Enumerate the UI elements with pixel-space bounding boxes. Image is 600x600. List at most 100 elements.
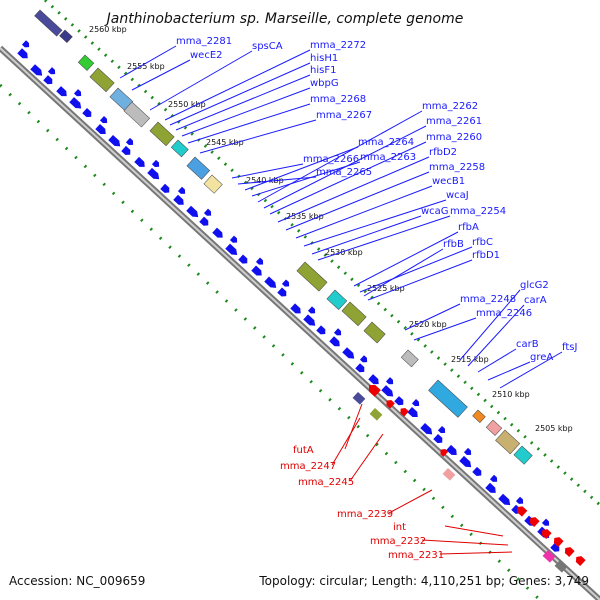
reverse-gene-arrow[interactable] — [438, 447, 449, 457]
forward-gene-arrow[interactable] — [515, 496, 525, 506]
forward-gene-arrow[interactable] — [134, 156, 147, 170]
reverse-gene-arrow[interactable] — [366, 382, 381, 397]
forward-gene-label[interactable]: wecB1 — [432, 176, 465, 187]
forward-gene-arrow[interactable] — [359, 355, 369, 364]
forward-gene-arrow[interactable] — [355, 363, 366, 374]
forward-gene-arrow[interactable] — [238, 254, 249, 266]
forward-gene-label[interactable]: hisF1 — [310, 65, 336, 76]
reverse-gene-label[interactable]: mma_2232 — [370, 536, 426, 547]
forward-gene-arrow[interactable] — [264, 276, 278, 290]
forward-gene-label[interactable]: wcaJ — [446, 190, 469, 201]
forward-gene-label[interactable]: mma_2272 — [310, 40, 366, 51]
forward-gene-arrow[interactable] — [316, 325, 327, 336]
forward-gene-arrow[interactable] — [56, 86, 69, 99]
forward-gene-arrow[interactable] — [17, 48, 30, 61]
forward-gene-label[interactable]: mma_2266 — [303, 154, 359, 165]
forward-gene-label[interactable]: carA — [524, 295, 547, 306]
forward-gene-label[interactable]: greA — [530, 352, 553, 363]
forward-gene-label[interactable]: rfbC — [472, 237, 493, 248]
forward-gene-arrow[interactable] — [225, 243, 239, 258]
reverse-gene-arrow[interactable] — [540, 527, 552, 539]
forward-gene-arrow[interactable] — [303, 314, 317, 328]
forward-gene-arrow[interactable] — [394, 396, 405, 407]
forward-gene-arrow[interactable] — [251, 265, 264, 279]
forward-gene-arrow[interactable] — [21, 40, 31, 49]
forward-gene-label[interactable]: mma_2246 — [476, 308, 532, 319]
forward-gene-arrow[interactable] — [30, 64, 44, 78]
forward-gene-arrow[interactable] — [212, 227, 225, 241]
forward-gene-arrow[interactable] — [43, 75, 54, 86]
forward-gene-label[interactable]: mma_2263 — [360, 152, 416, 163]
forward-gene-arrow[interactable] — [121, 145, 132, 157]
reverse-gene-label[interactable]: int — [393, 522, 406, 533]
forward-gene-arrow[interactable] — [73, 89, 83, 98]
forward-gene-arrow[interactable] — [99, 116, 109, 125]
forward-gene-arrow[interactable] — [381, 385, 395, 399]
forward-gene-arrow[interactable] — [333, 328, 343, 337]
forward-gene-label[interactable]: mma_2281 — [176, 36, 232, 47]
forward-gene-label[interactable]: mma_2262 — [422, 101, 478, 112]
forward-gene-arrow[interactable] — [407, 407, 420, 420]
reverse-gene-arrow[interactable] — [515, 504, 528, 517]
forward-gene-label[interactable]: mma_2267 — [316, 110, 372, 121]
forward-gene-arrow[interactable] — [437, 425, 447, 435]
forward-gene-arrow[interactable] — [307, 306, 317, 315]
forward-gene-arrow[interactable] — [541, 518, 551, 528]
forward-gene-label[interactable]: rfbD1 — [472, 250, 500, 261]
forward-gene-arrow[interactable] — [47, 67, 57, 76]
forward-gene-label[interactable]: mma_2264 — [358, 137, 414, 148]
reverse-gene-label[interactable]: futA — [293, 445, 314, 456]
reverse-gene-arrow[interactable] — [563, 545, 575, 557]
forward-gene-arrow[interactable] — [125, 137, 135, 147]
forward-gene-arrow[interactable] — [281, 279, 291, 288]
forward-gene-arrow[interactable] — [186, 205, 200, 220]
forward-gene-label[interactable]: mma_2258 — [429, 162, 485, 173]
forward-gene-arrow[interactable] — [446, 444, 459, 458]
forward-gene-arrow[interactable] — [69, 97, 83, 111]
forward-gene-label[interactable]: spsCA — [252, 41, 283, 52]
forward-gene-arrow[interactable] — [229, 235, 239, 245]
forward-gene-arrow[interactable] — [472, 466, 483, 478]
forward-gene-arrow[interactable] — [95, 124, 108, 137]
forward-gene-arrow[interactable] — [108, 134, 122, 149]
reverse-gene-arrow[interactable] — [384, 398, 395, 409]
forward-gene-arrow[interactable] — [173, 194, 186, 208]
forward-gene-label[interactable]: rfbA — [458, 222, 479, 233]
forward-gene-arrow[interactable] — [489, 474, 499, 484]
forward-gene-label[interactable]: rfbD2 — [429, 147, 457, 158]
forward-gene-label[interactable]: carB — [516, 339, 539, 350]
forward-gene-label[interactable]: mma_2254 — [450, 206, 506, 217]
forward-gene-arrow[interactable] — [420, 423, 434, 437]
forward-gene-label[interactable]: wcaG — [421, 206, 449, 217]
forward-gene-arrow[interactable] — [82, 108, 93, 119]
forward-gene-label[interactable]: ftsJ — [562, 342, 577, 353]
reverse-gene-arrow[interactable] — [552, 535, 564, 547]
reverse-gene-label[interactable]: mma_2239 — [337, 509, 393, 520]
forward-gene-label[interactable]: glcG2 — [520, 280, 549, 291]
reverse-gene-arrow[interactable] — [398, 406, 409, 417]
forward-gene-arrow[interactable] — [160, 183, 171, 195]
forward-gene-arrow[interactable] — [329, 336, 342, 349]
forward-gene-arrow[interactable] — [199, 216, 210, 228]
forward-gene-label[interactable]: rfbB — [443, 239, 464, 250]
forward-gene-label[interactable]: mma_2260 — [426, 132, 482, 143]
forward-gene-arrow[interactable] — [433, 433, 444, 445]
forward-gene-arrow[interactable] — [411, 399, 421, 408]
forward-gene-arrow[interactable] — [459, 455, 473, 470]
forward-gene-arrow[interactable] — [255, 257, 265, 267]
forward-gene-arrow[interactable] — [342, 347, 356, 361]
reverse-gene-arrow[interactable] — [528, 515, 540, 527]
forward-gene-arrow[interactable] — [290, 303, 303, 316]
forward-gene-label[interactable]: mma_2265 — [316, 167, 372, 178]
reverse-gene-label[interactable]: mma_2245 — [298, 477, 354, 488]
reverse-gene-arrow[interactable] — [574, 554, 586, 566]
forward-gene-arrow[interactable] — [177, 186, 187, 196]
forward-gene-arrow[interactable] — [463, 447, 473, 457]
forward-gene-label[interactable]: hisH1 — [310, 53, 338, 64]
forward-gene-label[interactable]: mma_2261 — [426, 116, 482, 127]
forward-gene-arrow[interactable] — [368, 374, 381, 387]
reverse-gene-label[interactable]: mma_2231 — [388, 550, 444, 561]
forward-gene-label[interactable]: wecE2 — [190, 50, 223, 61]
forward-gene-arrow[interactable] — [151, 159, 161, 169]
forward-gene-arrow[interactable] — [498, 493, 512, 508]
